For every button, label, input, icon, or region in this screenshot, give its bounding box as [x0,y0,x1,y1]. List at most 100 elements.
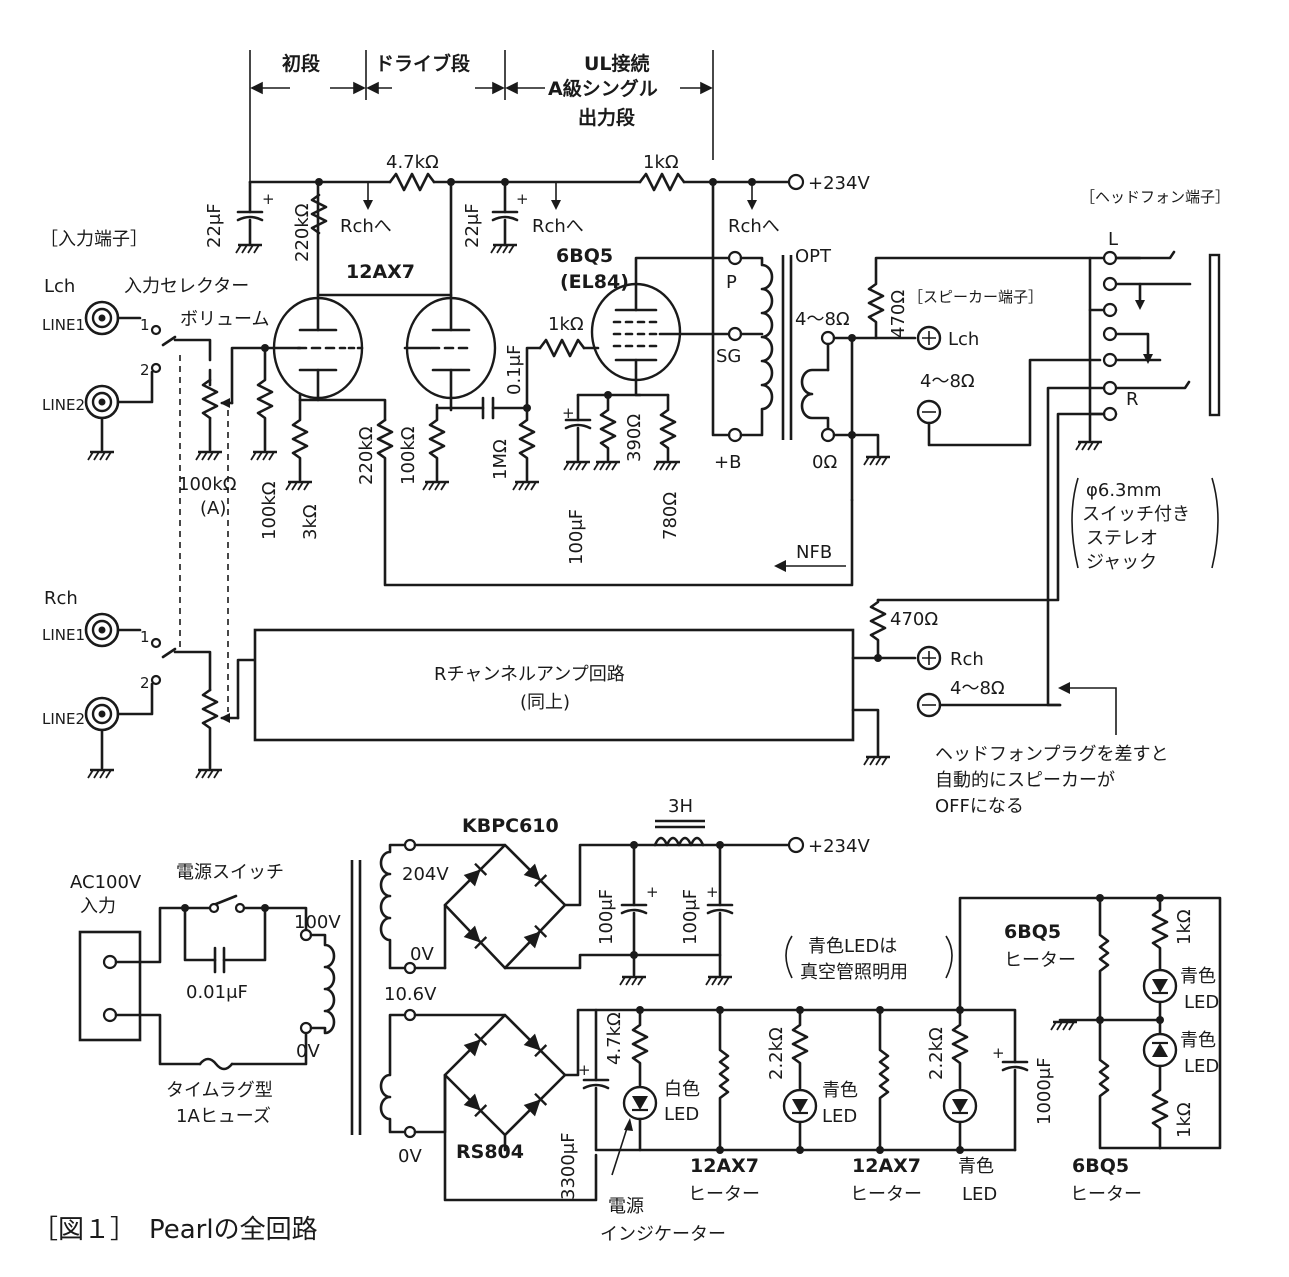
output-stage-label-2: A級シングル [548,77,658,100]
rch-output-wiring [851,598,917,767]
ac-inlet[interactable] [78,930,142,1042]
switch-label: 電源スイッチ [176,862,284,883]
ac-in-label-2: 入力 [80,896,116,917]
heater-6bq5-bot-1: 6BQ5 [1072,1155,1129,1177]
hv-secondary [379,836,805,975]
r-3k-label: 3kΩ [300,504,321,540]
r-220k-plate-label: 220kΩ [292,203,313,262]
indicator-2: インジケーター [600,1224,726,1245]
c-22u-2-label: 22μF [462,203,483,248]
speaker-imp-r-label: 4〜8Ω [950,678,1005,699]
hp-r-label: R [1126,389,1139,410]
rch-label: Rch [44,588,78,609]
lch-speaker-plus[interactable] [916,325,942,351]
headphone-jack[interactable] [1074,250,1221,452]
heater-12ax7-a-1: 12AX7 [690,1155,759,1177]
rsel-1-label: 1 [140,628,150,646]
t-100v-label: 100V [294,912,341,933]
opt-label: OPT [795,246,832,267]
t-106v-label: 10.6V [384,984,437,1005]
nfb-label: NFB [796,542,832,563]
primary-wiring [114,860,362,1135]
heater-12ax7-a [716,1006,730,1154]
pin-p-label: P [726,272,737,293]
decap-2-plus: + [516,190,529,208]
rch-speaker-minus[interactable] [916,692,942,718]
c-100u-1-label: 100μF [596,889,617,945]
jack-note-bracket-l [1071,477,1079,569]
lch-speaker-minus[interactable] [916,399,942,425]
lch-input-wiring [86,316,302,462]
r-780-label: 780Ω [660,492,681,540]
tube-12ax7-b [316,180,497,412]
headphone-title: ［ヘッドフォン端子］ [1080,188,1230,206]
heater-6bq5-top-1: 6BQ5 [1004,921,1061,943]
jack-spec-1: φ6.3mm [1086,480,1162,501]
r-2k2-b-label: 2.2kΩ [926,1027,947,1080]
to-rch-3-label: Rchへ [728,216,780,237]
sel-1-label: 1 [140,316,150,334]
speaker-rch-label: Rch [950,649,984,670]
hp-note-3: OFFになる [935,796,1024,817]
led-white-1: 白色 [664,1079,700,1100]
white-led-branch [611,1006,658,1176]
rch-line1-label: LINE1 [42,626,85,644]
lch-speaker-470 [867,256,1142,340]
lch-line1-jack[interactable] [84,300,120,336]
output-stage-label-1: UL接続 [584,52,650,75]
speaker-imp-l-label: 4〜8Ω [920,371,975,392]
decoupling-cap-1 [234,180,264,255]
hp-note-2: 自動的にスピーカーが [935,770,1115,791]
rch-speaker-plus[interactable] [916,645,942,671]
tube1-label: 12AX7 [346,261,415,283]
c-3300u-label: 3300μF [558,1132,579,1200]
t-0v-2-label: 0V [398,1146,422,1167]
hp-note-arrow [1058,682,1117,735]
c-100u-label: 100μF [566,509,587,565]
t-0v-p-label: 0V [296,1041,320,1062]
blue-note-2: 真空管照明用 [800,962,908,983]
pin-sg-label: SG [716,346,741,367]
vol-taper-label: (A) [200,498,226,519]
heater-6bq5-block [958,894,1222,1150]
led-blue-c-2: LED [1184,992,1219,1013]
hp-l-label: L [1108,229,1118,250]
tap-4-8-label: 4〜8Ω [795,309,850,330]
rch-line1-jack[interactable] [84,612,120,648]
supply-234v-label: +234V [808,173,870,194]
figure-caption: ［図１］ Pearlの全回路 [32,1215,318,1245]
r-470-r-label: 470Ω [890,609,938,630]
led-blue-b-2: LED [962,1184,997,1205]
jack-spec-4: ジャック [1086,552,1157,573]
pin-b-label: +B [714,452,741,473]
heater-6bq5-top-2: ヒーター [1004,950,1076,971]
r-220k-plate2-label: 220kΩ [356,426,377,485]
tube2-label-1: 6BQ5 [556,245,613,267]
bridge1-label: KBPC610 [462,815,559,837]
r-100k-grid2-label: 100kΩ [398,426,419,485]
tube-12ax7-a [272,180,364,402]
c-22u-1-label: 22μF [204,203,225,248]
heater-12ax7-b-2: ヒーター [850,1184,922,1205]
to-rch-1-label: Rchへ [340,216,392,237]
rch-line2-label: LINE2 [42,710,85,728]
cap-1000u [958,1008,1029,1152]
rch-line2-jack[interactable] [84,696,120,732]
output-transformer [711,180,917,502]
rch-input-wiring [86,355,257,780]
selector-label: 入力セレクター [124,276,249,297]
b-plus-rail [248,172,805,210]
r-1k-grid-label: 1kΩ [548,314,584,335]
blue-led-b [942,1006,978,1154]
tube-12ax7-a-cathode [284,393,854,587]
lch-line2-jack[interactable] [84,384,120,420]
hv-cap1-plus: + [646,883,659,901]
fuse-label-1: タイムラグ型 [166,1080,273,1101]
r-1k-bot-ps-label: 1kΩ [1174,1102,1195,1138]
speaker-title: ［スピーカー端子］ [908,288,1043,306]
cath-cap-plus: + [562,404,575,422]
volume-label: ボリューム [180,309,269,330]
r-100k-grid-label: 100kΩ [259,481,280,540]
